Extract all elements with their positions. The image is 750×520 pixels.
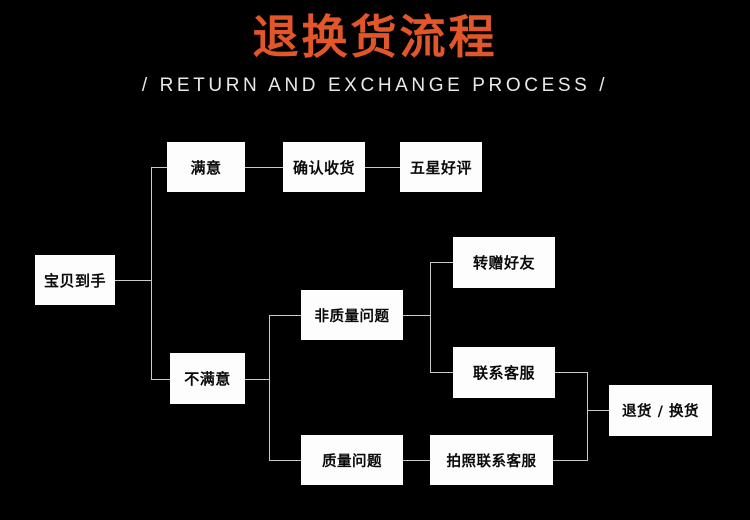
connector-service-to-merge [555,372,588,373]
node-contact-service-label: 联系客服 [472,364,535,382]
node-five-star-review-label: 五星好评 [409,158,472,177]
connector-trunk-to-satisfied [151,167,167,168]
node-satisfied[interactable]: 满意 [167,142,245,192]
node-non-quality-issue[interactable]: 非质量问题 [301,290,403,340]
node-start-label: 宝贝到手 [43,271,106,290]
node-satisfied-label: 满意 [190,158,222,177]
connector-branch-to-nonquality [269,315,301,316]
node-gift-to-friend-label: 转赠好友 [472,254,535,272]
connector-merge-vertical [587,372,588,461]
connector-satisfied-to-confirm [245,167,283,168]
page-subtitle: / RETURN AND EXCHANGE PROCESS / [141,75,609,96]
page-title: 退换货流程 [252,10,498,64]
node-photo-contact-service[interactable]: 拍照联系客服 [430,435,553,485]
node-start[interactable]: 宝贝到手 [35,255,115,305]
node-confirm-receipt[interactable]: 确认收货 [283,142,365,192]
connector-unsatisfied-to-branch [245,379,270,380]
connector-branch-to-quality [269,460,301,461]
node-gift-to-friend[interactable]: 转赠好友 [453,237,555,288]
node-return-or-exchange-label: 退货 / 换货 [622,404,699,420]
connector-branch-to-service [430,372,453,373]
node-contact-service[interactable]: 联系客服 [453,347,555,398]
node-quality-issue[interactable]: 质量问题 [301,435,403,485]
connector-confirm-to-fivestar [365,167,400,168]
page-header: 退换货流程 / RETURN AND EXCHANGE PROCESS / [0,0,750,98]
node-quality-issue-label: 质量问题 [322,453,382,470]
node-non-quality-issue-label: 非质量问题 [314,308,390,325]
connector-start-to-trunk [115,280,151,281]
node-return-or-exchange[interactable]: 退货 / 换货 [609,385,712,436]
connector-unsatisfied-branch-vertical [269,315,270,461]
connector-branch-to-gift [430,262,453,263]
connector-nonquality-branch-vertical [430,262,431,373]
connector-quality-to-photo [403,460,430,461]
connector-photo-to-merge [553,460,588,461]
node-five-star-review[interactable]: 五星好评 [400,142,482,192]
connector-merge-to-refund [587,410,609,411]
node-unsatisfied[interactable]: 不满意 [170,353,245,404]
node-unsatisfied-label: 不满意 [184,370,231,388]
node-confirm-receipt-label: 确认收货 [292,158,355,177]
connector-nonquality-to-branch [403,315,431,316]
connector-trunk-vertical [151,167,152,379]
node-photo-contact-service-label: 拍照联系客服 [446,453,537,470]
connector-trunk-to-unsatisfied [151,379,170,380]
